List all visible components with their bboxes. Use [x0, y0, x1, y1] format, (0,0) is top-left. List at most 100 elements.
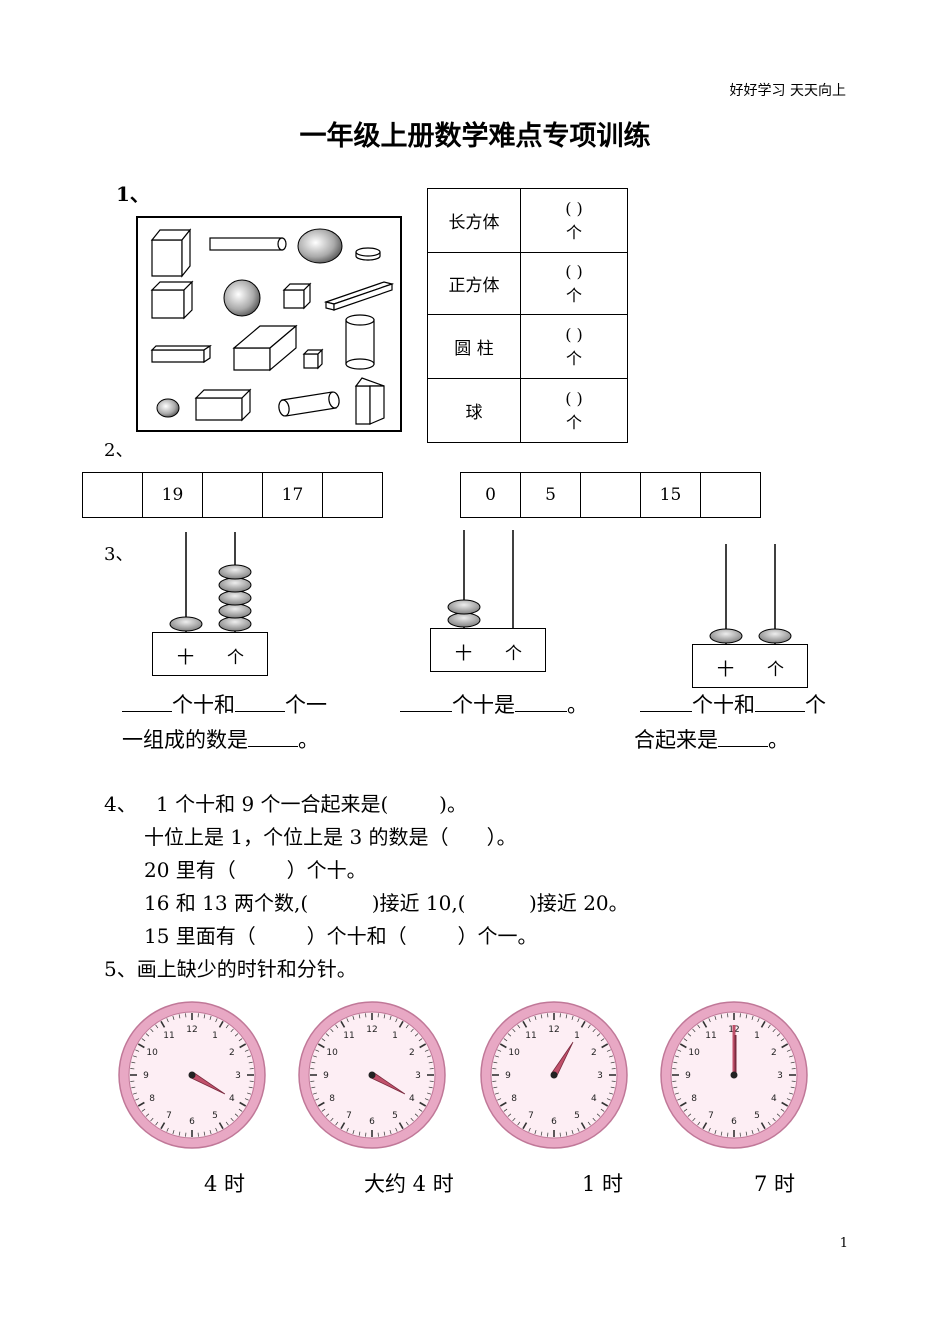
clock-tick [137, 1043, 145, 1049]
clock-label: 7 时 [754, 1172, 796, 1196]
clock-tick [178, 1014, 181, 1019]
sequence-cell[interactable] [202, 472, 263, 518]
sequence-cell[interactable] [82, 472, 143, 518]
clock-tick [565, 1131, 568, 1136]
clock-tick [528, 1127, 531, 1132]
count-cell[interactable]: ( )个 [520, 314, 628, 379]
count-cell[interactable]: ( ) 个 [520, 378, 628, 443]
question-text: 个十是 [452, 693, 515, 717]
number-sequence-2: 0 5 15 [460, 472, 761, 518]
shape-count-table: 长方体 ( )个 正方体 ( )个 圆 柱 ( )个 球 ( )个 [427, 188, 628, 443]
answer-blank[interactable] [248, 726, 298, 747]
clock-number: 4 [409, 1094, 415, 1104]
clock-tick [410, 1117, 414, 1122]
clock-tick [760, 1020, 766, 1028]
abacus-rods [447, 530, 514, 628]
clock-number: 11 [525, 1031, 536, 1041]
clock-number: 3 [235, 1071, 241, 1081]
answer-blank[interactable] [122, 691, 172, 712]
sequence-cell[interactable] [700, 472, 761, 518]
clock-tick [679, 1101, 687, 1107]
header-motto: 好好学习 天天向上 [729, 83, 846, 99]
clock-tick [683, 1108, 688, 1112]
clock-tick [234, 1113, 239, 1117]
count-unit: 个 [565, 412, 582, 432]
clock-tick [247, 1055, 252, 1058]
number-sequence-1: 19 17 [82, 472, 383, 518]
clock-tick [352, 1015, 355, 1020]
clock-tick [587, 1121, 591, 1126]
clock-number: 7 [166, 1111, 172, 1121]
count-cell[interactable]: ( )个 [520, 188, 628, 253]
clock-tick [131, 1086, 136, 1089]
clock-tick [512, 1117, 516, 1122]
clock-tick [780, 1108, 785, 1112]
clock-number: 9 [505, 1071, 511, 1081]
clock-tick [522, 1122, 528, 1130]
count-paren: ( ) [565, 388, 583, 408]
question-3-number: 3、 [104, 544, 134, 565]
clock-tick [172, 1015, 175, 1020]
sequence-cell[interactable] [322, 472, 383, 518]
clock-tick [789, 1055, 794, 1058]
count-cell[interactable]: ( )个 [520, 252, 628, 315]
question-4-number: 4、 [104, 792, 137, 816]
clock-center-pin [730, 1071, 738, 1079]
clock-tick [757, 1127, 760, 1132]
clock-number: 8 [511, 1094, 517, 1104]
abacus-1-question: 个十和个一 一组成的数是。 [122, 688, 327, 758]
shape-name-cell: 圆 柱 [427, 314, 521, 379]
sequence-cell[interactable] [580, 472, 641, 518]
clock-tick [395, 1127, 398, 1132]
answer-blank[interactable] [235, 691, 285, 712]
clock-number: 6 [551, 1117, 557, 1127]
clock-tick [218, 1020, 224, 1028]
tens-label: 十 [177, 648, 194, 668]
clock-tick [135, 1049, 140, 1052]
answer-blank[interactable] [515, 691, 567, 712]
clock-tick [389, 1015, 392, 1020]
abacus-1: 十 个 [152, 530, 268, 676]
clock-tick [218, 1122, 224, 1130]
answer-blank[interactable] [755, 691, 805, 712]
clock-tick [427, 1092, 432, 1095]
clock-tick [160, 1122, 166, 1130]
clock-number: 1 [754, 1031, 760, 1041]
clock-tick [499, 1043, 507, 1049]
shape-name-cell: 球 [427, 378, 521, 443]
question-text: 个 [805, 693, 826, 717]
clock-tick [606, 1049, 611, 1052]
clock-tick [418, 1038, 423, 1042]
clock-number: 3 [597, 1071, 603, 1081]
clock-tick [751, 1130, 754, 1135]
clock-tick [315, 1098, 320, 1101]
count-unit: 个 [565, 222, 582, 242]
clock-tick [601, 1043, 609, 1049]
clock-tick [238, 1108, 243, 1112]
solid-shapes-illustration [150, 228, 395, 425]
clock-tick [225, 1024, 229, 1029]
ones-label: 个 [227, 648, 244, 668]
clock-tick [352, 1130, 355, 1135]
answer-blank[interactable] [640, 691, 692, 712]
clock-tick [708, 1018, 711, 1023]
clock-tick [410, 1028, 414, 1033]
clock-tick [166, 1127, 169, 1132]
clock-tick [772, 1028, 776, 1033]
clock-tick [340, 1122, 346, 1130]
clock-number: 9 [323, 1071, 329, 1081]
clock-tick [540, 1131, 543, 1136]
answer-blank[interactable] [718, 726, 768, 747]
clock-tick [225, 1121, 229, 1126]
question-5-text: 5、画上缺少的时针和分针。 [104, 957, 357, 981]
answer-blank[interactable] [400, 691, 452, 712]
clock-tick [315, 1049, 320, 1052]
question-text: 合起来是 [634, 728, 718, 752]
clock-tick [311, 1061, 316, 1064]
abacus-3: 十 个 [692, 542, 808, 688]
